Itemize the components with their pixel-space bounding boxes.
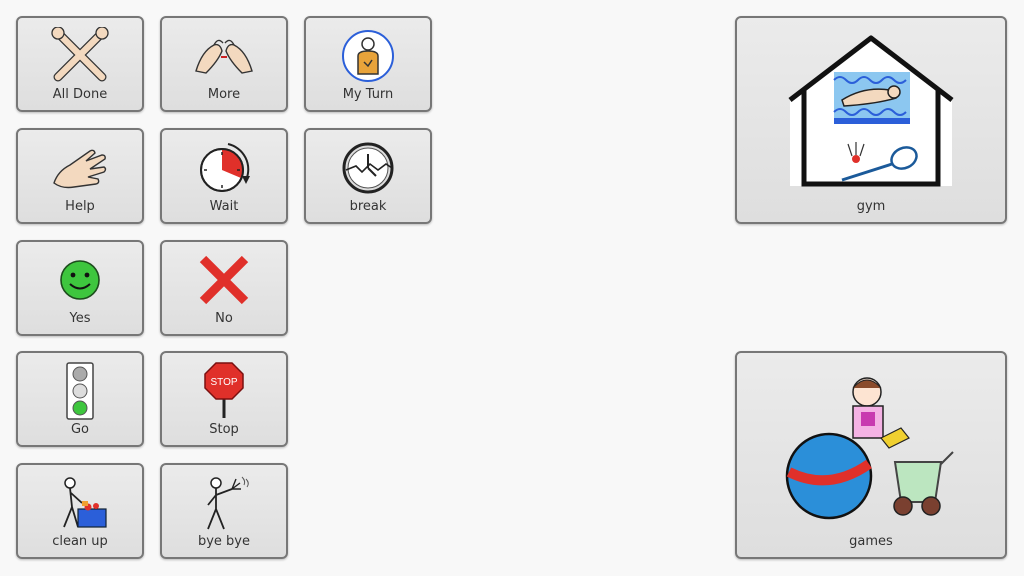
tile-gym[interactable]: gym: [735, 16, 1007, 224]
tile-label: Help: [65, 199, 95, 214]
tile-label: Stop: [209, 422, 239, 437]
tile-games[interactable]: games: [735, 351, 1007, 559]
person-cleaning-icon: [48, 473, 112, 533]
tile-label: gym: [856, 199, 886, 214]
more-hands-icon: [192, 26, 256, 86]
red-x-icon: [192, 250, 256, 310]
tile-label: break: [349, 199, 387, 214]
tile-no[interactable]: No: [160, 240, 288, 336]
stop-sign-text: STOP: [210, 377, 237, 388]
tile-all-done[interactable]: All Done: [16, 16, 144, 112]
tile-help[interactable]: Help: [16, 128, 144, 224]
tile-clean-up[interactable]: clean up: [16, 463, 144, 559]
tile-label: No: [215, 311, 233, 326]
hand-icon: [48, 138, 112, 198]
tile-break[interactable]: break: [304, 128, 432, 224]
tile-go[interactable]: Go: [16, 351, 144, 447]
tile-label: My Turn: [342, 87, 394, 102]
tile-label: Yes: [69, 311, 91, 326]
stop-sign-icon: STOP: [192, 361, 256, 421]
tile-more[interactable]: More: [160, 16, 288, 112]
tile-yes[interactable]: Yes: [16, 240, 144, 336]
tile-my-turn[interactable]: My Turn: [304, 16, 432, 112]
tile-stop[interactable]: STOP Stop: [160, 351, 288, 447]
tile-label: bye bye: [197, 534, 251, 549]
tile-wait[interactable]: Wait: [160, 128, 288, 224]
crossed-hands-icon: [48, 26, 112, 86]
broken-clock-icon: [336, 138, 400, 198]
tile-label: clean up: [52, 534, 108, 549]
person-pointing-icon: [336, 26, 400, 86]
timer-icon: [192, 138, 256, 198]
tile-label: Wait: [209, 199, 239, 214]
tile-label: All Done: [52, 87, 108, 102]
smiley-face-icon: [48, 250, 112, 310]
tile-bye-bye[interactable]: bye bye: [160, 463, 288, 559]
tile-label: games: [849, 534, 893, 549]
person-waving-icon: [192, 473, 256, 533]
tile-label: Go: [70, 422, 90, 437]
toys-icon: [771, 365, 971, 531]
traffic-light-green-icon: [48, 361, 112, 421]
gym-house-icon: [771, 30, 971, 196]
tile-label: More: [207, 87, 241, 102]
